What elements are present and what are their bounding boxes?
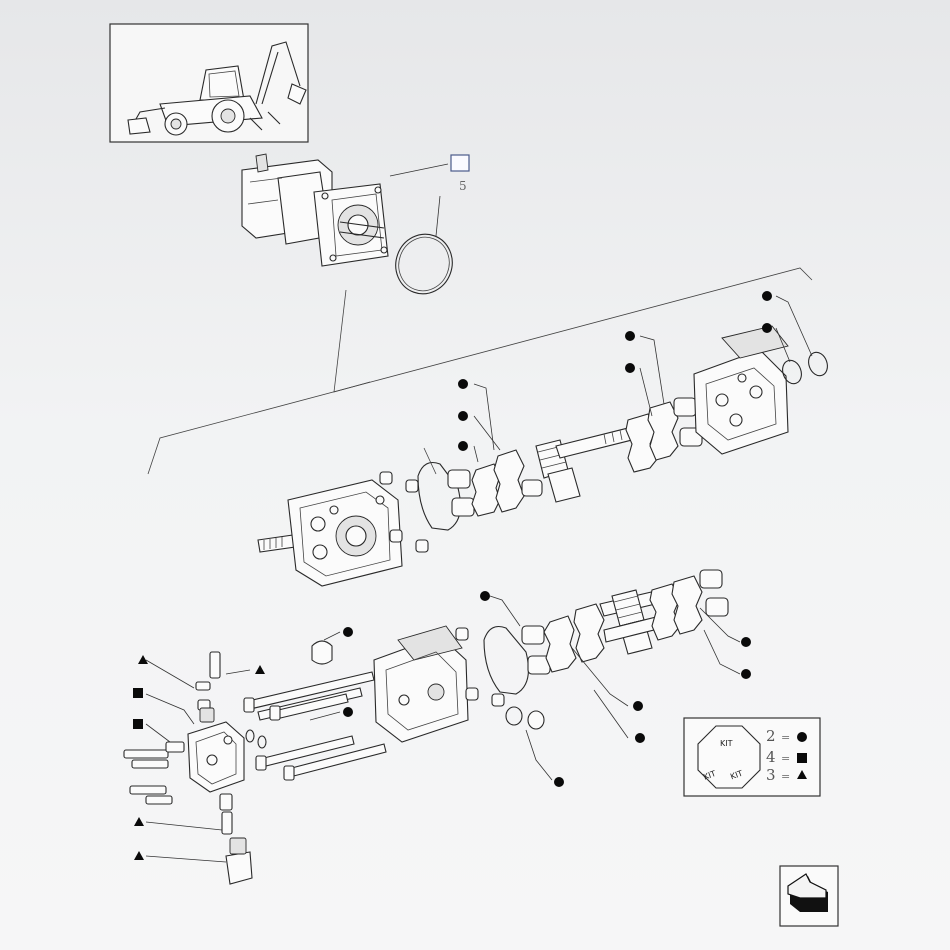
kit-badge-label-left: KIT — [702, 769, 717, 782]
kit-badge-icon — [697, 725, 761, 789]
square-symbol-icon — [797, 753, 807, 763]
previous-page-button[interactable] — [779, 865, 839, 927]
legend-equals-1: = — [781, 731, 790, 744]
kit-badge-label-right: KIT — [729, 769, 744, 782]
lower-pump-section[interactable] — [243, 569, 729, 781]
legend-equals-3: = — [781, 770, 790, 783]
circle-symbol-icon — [797, 732, 807, 742]
triangle-symbol-icon — [797, 770, 807, 779]
explode-bracket — [147, 267, 813, 475]
o-ring[interactable] — [387, 226, 460, 302]
explode-pointer — [333, 289, 371, 393]
assembled-pump[interactable] — [241, 153, 389, 267]
legend-equals-2: = — [781, 752, 790, 765]
previous-page-arrow-icon — [787, 873, 828, 912]
kit-legend: KIT KIT KIT 2 = 4 = 3 = — [683, 717, 821, 797]
machine-thumbnail[interactable] — [109, 23, 309, 143]
backhoe-loader-icon — [127, 41, 307, 136]
upper-pump-section[interactable] — [257, 325, 831, 587]
kit-badge-label-top: KIT — [720, 739, 733, 748]
ref-number: 5 — [459, 179, 467, 193]
legend-number-3: 3 — [766, 766, 776, 784]
legend-number-2: 4 — [766, 748, 776, 766]
legend-number-1: 2 — [766, 727, 776, 745]
valve-block-assembly[interactable] — [123, 651, 267, 885]
reference-box[interactable] — [450, 154, 470, 172]
